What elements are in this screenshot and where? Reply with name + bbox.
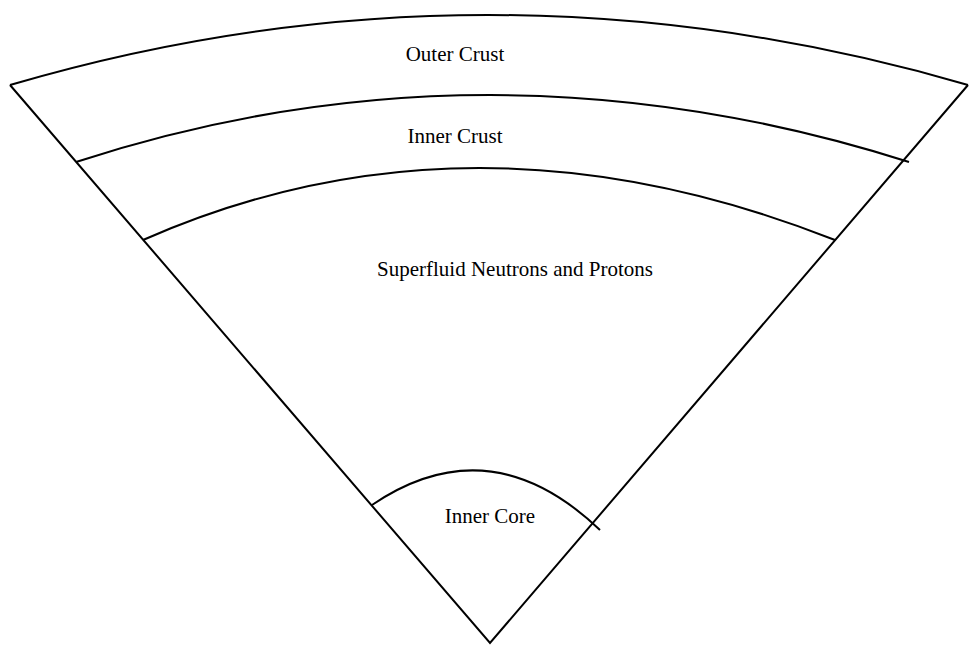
inner-core-arc bbox=[372, 470, 600, 530]
layer-label: Superfluid Neutrons and Protons bbox=[377, 257, 653, 282]
layer-band: Inner Core bbox=[441, 502, 539, 531]
layer-label: Outer Crust bbox=[406, 42, 505, 67]
layer-band: Superfluid Neutrons and Protons bbox=[373, 255, 657, 284]
outer-surface-arc bbox=[10, 15, 968, 85]
layer-label: Inner Core bbox=[445, 504, 535, 529]
wedge-sides bbox=[10, 85, 968, 643]
core-boundary-arc bbox=[143, 168, 835, 240]
layer-band: Outer Crust bbox=[402, 40, 509, 69]
layer-label: Inner Crust bbox=[407, 124, 502, 149]
layer-band: Inner Crust bbox=[403, 122, 506, 151]
crust-boundary-arc bbox=[76, 95, 909, 162]
